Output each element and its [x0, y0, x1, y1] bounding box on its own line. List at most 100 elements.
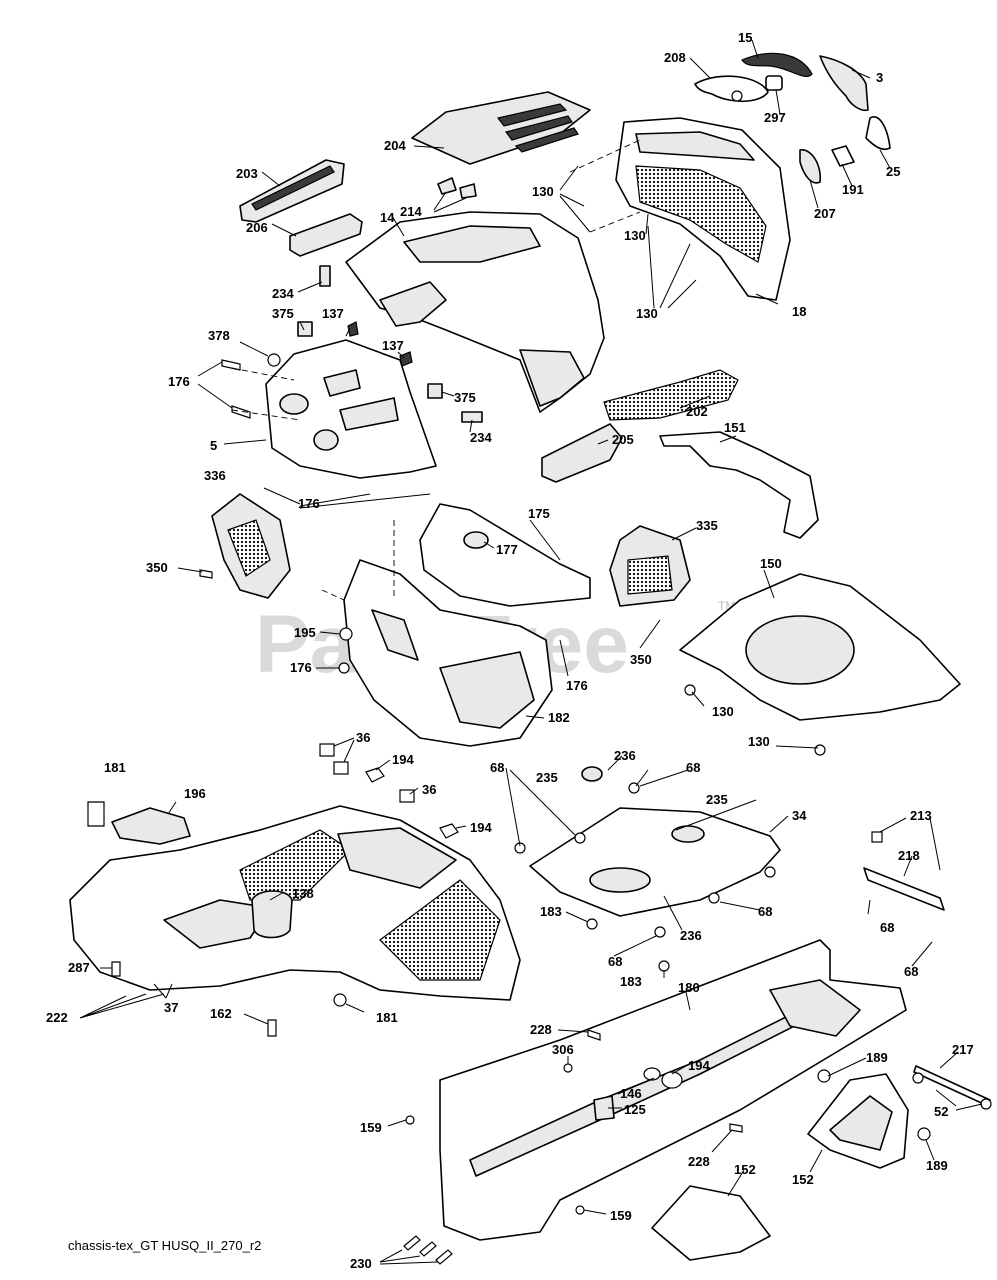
part-234-tag-a[interactable]	[319, 265, 331, 287]
part-181-grommet-a[interactable]	[87, 801, 105, 827]
part-25-seal[interactable]	[865, 116, 891, 151]
part-183-bolt-b[interactable]	[658, 960, 670, 972]
part-159-bolt-b[interactable]	[575, 1205, 585, 1215]
part-125-bracket[interactable]	[593, 1095, 615, 1121]
callout-203: 203	[236, 166, 258, 181]
part-181-grommet-b[interactable]	[333, 993, 347, 1007]
callout-183-b: 183	[620, 974, 642, 989]
part-146-spacer[interactable]	[643, 1067, 661, 1081]
part-202-grille[interactable]	[603, 369, 739, 421]
part-194-nut-b[interactable]	[439, 823, 459, 839]
part-206-panel[interactable]	[289, 213, 363, 257]
part-222-vent-grid	[239, 829, 351, 901]
part-375-pad-b[interactable]	[427, 383, 443, 399]
part-36-bolt-b[interactable]	[333, 761, 349, 775]
part-191-clip[interactable]	[831, 145, 855, 167]
part-204-hood-vent[interactable]	[411, 91, 591, 165]
callout-287: 287	[68, 960, 90, 975]
callout-176-c: 176	[290, 660, 312, 675]
part-137-clip-a[interactable]	[347, 321, 359, 337]
part-194-nut-c[interactable]	[661, 1071, 683, 1089]
part-175-bracket[interactable]	[419, 503, 591, 607]
callout-236-a: 236	[614, 748, 636, 763]
callout-297: 297	[764, 110, 786, 125]
part-205-trim[interactable]	[541, 423, 623, 483]
part-176-nut-a[interactable]	[338, 662, 350, 674]
part-235-bushing[interactable]	[581, 766, 603, 782]
part-378-grommet[interactable]	[267, 353, 281, 367]
part-214-clip-a[interactable]	[437, 177, 457, 195]
part-177-knob[interactable]	[463, 531, 489, 549]
callout-189-b: 189	[926, 1158, 948, 1173]
part-230-bolts[interactable]	[403, 1235, 453, 1265]
callout-159-b: 159	[610, 1208, 632, 1223]
part-68-bolt-d[interactable]	[764, 866, 776, 878]
part-196-cover[interactable]	[111, 807, 191, 845]
part-15-lens[interactable]	[741, 52, 813, 78]
part-207-socket[interactable]	[799, 149, 822, 184]
part-182-window	[371, 609, 419, 661]
part-195-knob[interactable]	[339, 627, 353, 641]
part-350-screw-a[interactable]	[199, 569, 213, 579]
callout-235-b: 235	[706, 792, 728, 807]
callout-68-e: 68	[608, 954, 622, 969]
callout-336: 336	[204, 468, 226, 483]
part-68-bolt-e[interactable]	[708, 892, 720, 904]
part-34-hole-b	[589, 867, 651, 893]
part-159-bolt-a[interactable]	[405, 1115, 415, 1125]
part-218-bracket[interactable]	[863, 867, 945, 911]
callout-162: 162	[210, 1006, 232, 1021]
part-228-bolt-a[interactable]	[587, 1029, 601, 1041]
part-189-bolt-a[interactable]	[817, 1069, 831, 1083]
part-236-bolt-b[interactable]	[654, 926, 666, 938]
part-375-pad-a[interactable]	[297, 321, 313, 337]
callout-181-b: 181	[376, 1010, 398, 1025]
callout-175: 175	[528, 506, 550, 521]
part-189-bolt-b[interactable]	[917, 1127, 931, 1141]
part-208-socket	[731, 90, 743, 102]
callout-130-a: 130	[532, 184, 554, 199]
callout-25: 25	[886, 164, 900, 179]
callout-189-a: 189	[866, 1050, 888, 1065]
callout-214: 214	[400, 204, 422, 219]
part-194-nut-a[interactable]	[365, 767, 385, 783]
part-214-clip-b[interactable]	[459, 183, 477, 199]
part-306-nut[interactable]	[563, 1063, 573, 1073]
part-3-bracket[interactable]	[819, 55, 869, 112]
part-52-nut-a[interactable]	[912, 1072, 924, 1084]
callout-378: 378	[208, 328, 230, 343]
part-217-rod[interactable]	[913, 1065, 991, 1107]
part-68-bolt-b[interactable]	[574, 832, 586, 844]
callout-182: 182	[548, 710, 570, 725]
part-183-bolt-a[interactable]	[586, 918, 598, 930]
part-182-face	[439, 651, 535, 729]
part-138-bezel[interactable]	[251, 890, 293, 939]
part-162-screw[interactable]	[267, 1019, 277, 1037]
part-152-guard[interactable]	[651, 1185, 771, 1261]
callout-234-b: 234	[470, 430, 492, 445]
part-228-bolt-b[interactable]	[729, 1123, 743, 1133]
part-208-light-bracket[interactable]	[694, 75, 769, 103]
callout-181-a: 181	[104, 760, 126, 775]
callout-137-b: 137	[382, 338, 404, 353]
part-36-bolt-c[interactable]	[399, 789, 415, 803]
part-130-bolt-e[interactable]	[814, 744, 826, 756]
part-151-bracket[interactable]	[659, 431, 819, 539]
part-34-plate[interactable]	[529, 807, 781, 917]
part-52-nut-b[interactable]	[980, 1098, 992, 1110]
part-176-screw-a[interactable]	[221, 359, 241, 371]
part-213-bolt[interactable]	[871, 831, 883, 843]
part-36-bolt-a[interactable]	[319, 743, 335, 757]
callout-152-b: 152	[792, 1172, 814, 1187]
part-203-ribs	[251, 165, 335, 211]
callout-350-a: 350	[146, 560, 168, 575]
callout-37: 37	[164, 1000, 178, 1015]
part-68-bolt-c[interactable]	[514, 842, 526, 854]
part-297-bulb[interactable]	[765, 75, 783, 91]
dash-line-d	[231, 409, 301, 421]
callout-159-a: 159	[360, 1120, 382, 1135]
callout-14: 14	[380, 210, 395, 225]
callout-230: 230	[350, 1256, 372, 1271]
part-287-screw[interactable]	[111, 961, 121, 977]
